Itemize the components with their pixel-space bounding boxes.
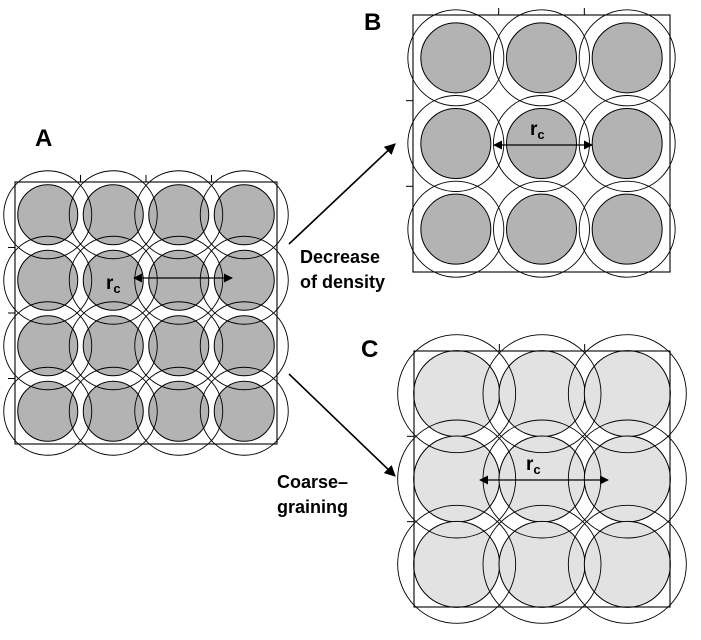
panel-a-interaction-range	[134, 366, 224, 456]
panel-c-particle	[498, 350, 586, 438]
panel-b-interaction-range	[407, 9, 505, 107]
panel-a-interaction-range	[199, 366, 289, 456]
panel-c-interaction-range	[482, 334, 602, 454]
panel-b: B rc	[364, 8, 676, 278]
panel-a-particle	[213, 249, 275, 311]
panel-b-particle	[420, 22, 492, 94]
panel-a-interaction-range	[134, 170, 224, 260]
panel-a-particle	[148, 184, 210, 246]
panel-a-particle	[148, 249, 210, 311]
panel-c: C rc	[361, 334, 687, 624]
panel-c-particle	[583, 350, 671, 438]
panel-c-interaction-range	[482, 504, 602, 624]
panel-a-particle	[82, 184, 144, 246]
panel-a-particle	[17, 380, 79, 442]
panel-a-interaction-range	[199, 301, 289, 391]
panel-a-particle	[213, 184, 275, 246]
panel-b-radius-label: rc	[530, 119, 545, 142]
panel-a-interaction-range	[199, 170, 289, 260]
panel-b-particle	[591, 193, 663, 265]
panel-b-interaction-range	[578, 180, 676, 278]
panel-a-label: A	[35, 125, 52, 152]
panel-a-interaction-range	[3, 366, 93, 456]
panel-a-particle	[148, 380, 210, 442]
panel-b-interaction-range	[407, 180, 505, 278]
panel-c-particle	[583, 435, 671, 523]
panel-b-particle	[591, 108, 663, 179]
transition-b-line-2: of density	[300, 272, 385, 292]
panel-b-shapes	[406, 8, 676, 278]
panel-c-box	[413, 350, 671, 608]
panel-b-interaction-range	[493, 180, 590, 278]
panel-c-interaction-range	[567, 504, 687, 624]
panel-b-particle	[506, 22, 577, 94]
panel-c-particle	[413, 350, 501, 438]
transition-c-line-2: graining	[277, 497, 348, 517]
panel-a-interaction-range	[3, 170, 93, 260]
panel-b-interaction-range	[578, 9, 676, 107]
arrow-to-b	[288, 143, 396, 245]
panel-a-particle	[213, 380, 275, 442]
panel-c-particle	[498, 435, 586, 523]
panel-b-particle	[420, 193, 492, 265]
panel-b-box	[412, 14, 671, 273]
panel-a-interaction-range	[68, 301, 158, 391]
panel-c-particle	[413, 435, 501, 523]
panel-a-particle	[17, 184, 79, 246]
panel-a-interaction-range	[3, 301, 93, 391]
panel-a-interaction-range	[68, 170, 158, 260]
panel-a-interaction-range	[134, 301, 224, 391]
panel-c-particle	[413, 520, 501, 608]
panel-b-particle	[591, 22, 663, 94]
arrow-to-c	[288, 373, 396, 477]
panel-c-interaction-range	[397, 334, 517, 454]
panel-c-particle	[583, 520, 671, 608]
panel-a-particle	[82, 380, 144, 442]
transition-b-line-1: Decrease	[300, 247, 380, 267]
panel-c-interaction-range	[397, 504, 517, 624]
panel-a-particle	[17, 249, 79, 311]
panel-c-interaction-range	[567, 334, 687, 454]
panel-a-radius-label: rc	[106, 273, 121, 296]
panel-a: A rc	[3, 125, 289, 456]
panel-b-label: B	[364, 9, 381, 36]
panel-c-shapes	[397, 334, 687, 624]
panel-a-interaction-range	[3, 235, 93, 325]
panel-a-particle	[82, 315, 144, 377]
panel-b-particle	[506, 108, 577, 179]
panel-a-particle	[213, 315, 275, 377]
panel-b-particle	[420, 108, 492, 179]
panel-a-particle	[17, 315, 79, 377]
transition-c-line-1: Coarse–	[277, 472, 348, 492]
panel-c-label: C	[361, 336, 378, 363]
panel-b-interaction-range	[493, 9, 590, 107]
panel-a-interaction-range	[68, 366, 158, 456]
panel-a-shapes	[3, 170, 289, 456]
panel-c-radius-label: rc	[526, 454, 541, 477]
panel-b-particle	[506, 193, 577, 265]
panel-a-particle	[148, 315, 210, 377]
panel-c-particle	[498, 520, 586, 608]
